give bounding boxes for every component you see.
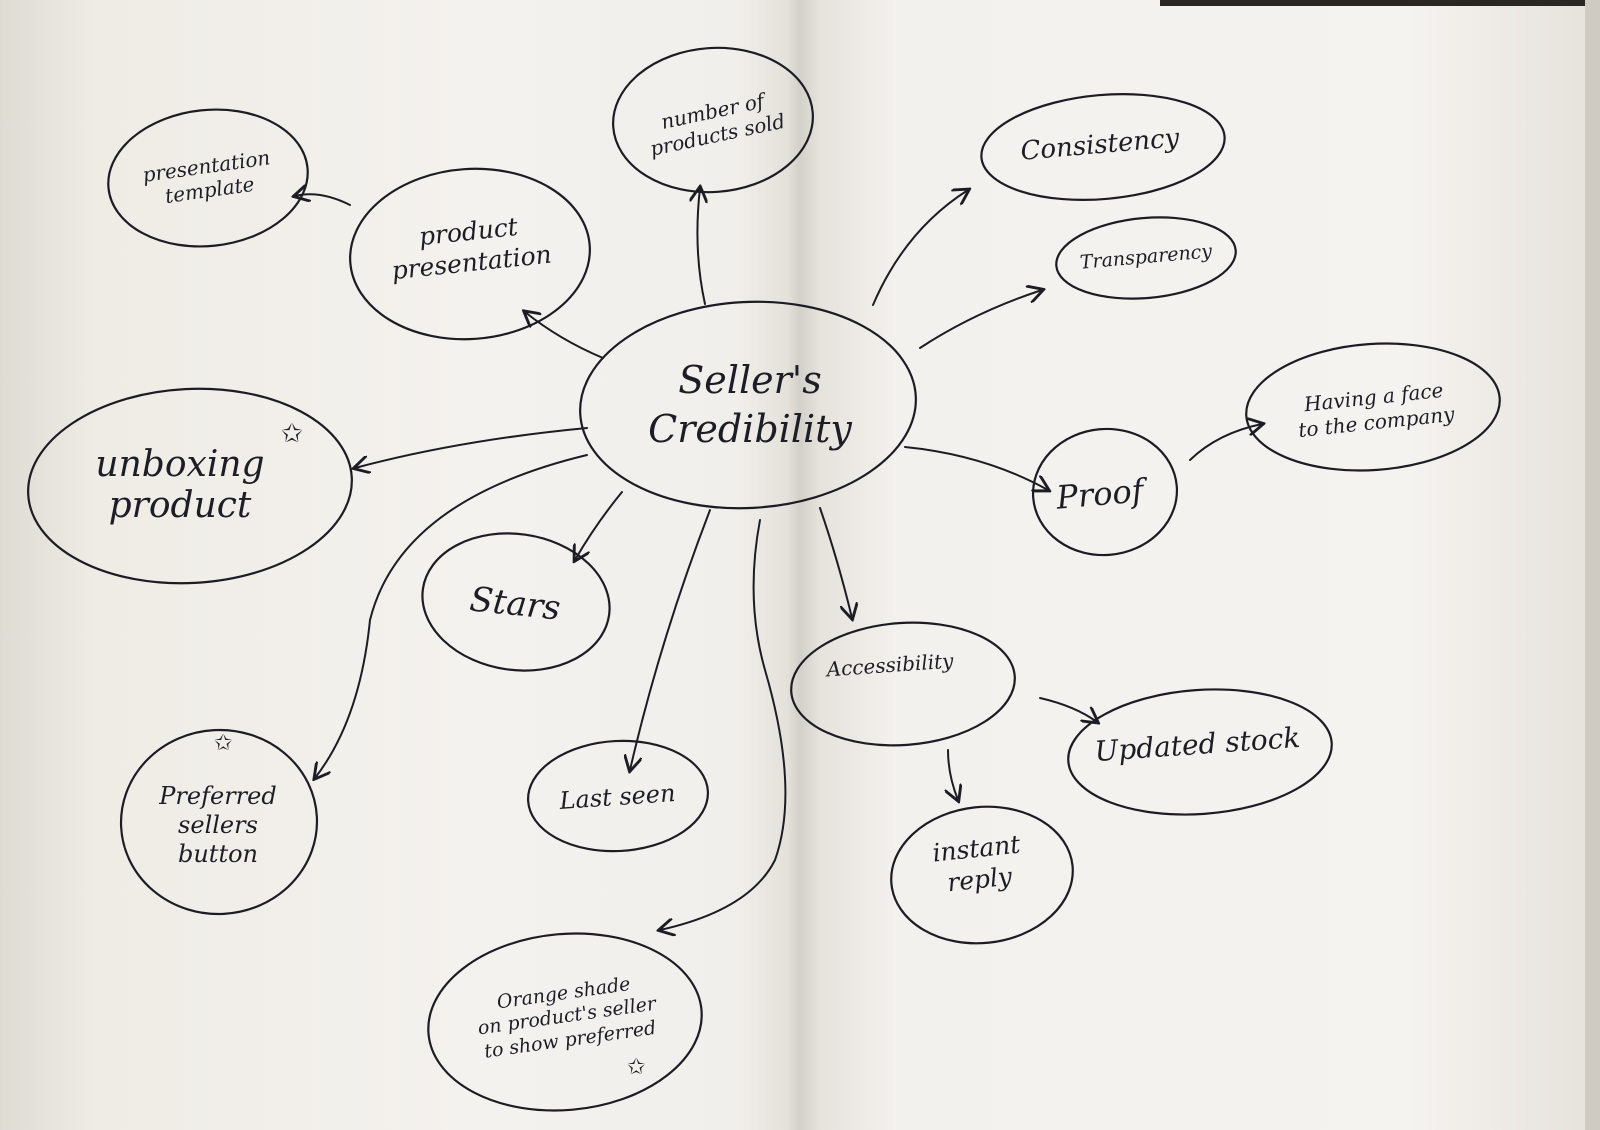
dark-background-corner: [1160, 0, 1600, 6]
arrow-to-stars: [575, 491, 623, 560]
arrow-to-product-presentation: [525, 312, 604, 359]
bubble-consistency: [980, 93, 1226, 201]
central-topic-label: Seller's Credibility: [648, 357, 852, 451]
arrow-to-accessibility: [819, 507, 852, 618]
unboxing-label: unboxing product: [95, 443, 265, 526]
arrow-to-updated-stock: [1039, 697, 1097, 722]
bubble-preferred-button: [119, 728, 319, 916]
bubble-last-seen: [526, 739, 710, 853]
bubble-orange-shade: [427, 932, 703, 1112]
arrow-to-consistency: [872, 190, 968, 306]
paper-edge: [1585, 0, 1600, 1130]
star-mark-unboxing: ✩: [281, 419, 303, 449]
arrow-to-preferred-button: [315, 454, 588, 778]
bubble-central: [579, 300, 917, 510]
arrow-to-presentation-template: [295, 194, 351, 206]
bubble-proof: [1031, 427, 1179, 557]
preferred-button-label: Preferred sellers button: [159, 781, 277, 869]
star-mark-preferred-button: ✩: [214, 731, 233, 756]
bubble-updated-stock: [1067, 688, 1333, 816]
bubble-product-presentation: [349, 167, 591, 341]
bubble-presentation-template: [107, 108, 309, 248]
arrow-proof-to-having-face: [1189, 424, 1262, 461]
bubble-instant-reply: [890, 805, 1074, 945]
arrow-to-proof: [904, 446, 1048, 490]
proof-label: Proof: [1054, 471, 1146, 518]
arrow-to-products-sold: [697, 188, 705, 305]
bubble-transparency: [1055, 216, 1237, 300]
bubble-products-sold: [612, 46, 814, 194]
arrow-to-instant-reply: [948, 749, 958, 800]
bubble-having-face: [1245, 342, 1501, 472]
bubble-unboxing: [27, 387, 353, 585]
instant-reply-label: instant reply: [931, 829, 1022, 897]
star-mark-orange-shade: ✩: [627, 1055, 646, 1080]
arrow-to-orange-shade: [660, 519, 787, 930]
arrow-to-unboxing: [355, 427, 588, 468]
bubble-stars: [421, 532, 611, 672]
arrow-to-last-seen: [630, 509, 711, 770]
arrow-to-transparency: [919, 290, 1042, 349]
bubble-accessibility: [790, 621, 1016, 747]
